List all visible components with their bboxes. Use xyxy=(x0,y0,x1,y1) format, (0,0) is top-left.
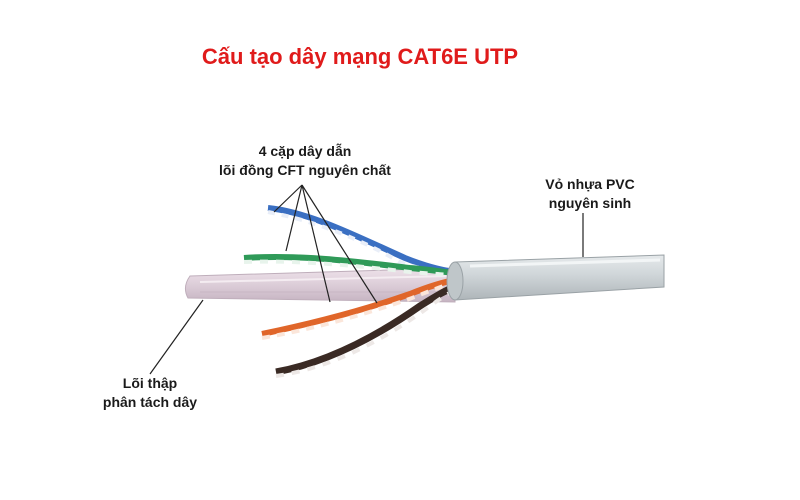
callout-line-separator xyxy=(149,299,204,375)
cross-separator xyxy=(184,267,456,303)
callout-line-orange xyxy=(301,184,378,304)
callout-line-brown xyxy=(301,184,331,303)
callout-lines xyxy=(149,184,584,375)
diagram-title: Cấu tạo dây mạng CAT6E UTP xyxy=(201,44,519,69)
label-pvc-jacket-line1: Vỏ nhựa PVC xyxy=(545,176,635,192)
label-cross-separator: Lõi thập phân tách dây xyxy=(70,374,230,412)
label-pvc-jacket: Vỏ nhựa PVC nguyên sinh xyxy=(505,175,675,213)
pair-orange xyxy=(261,277,456,340)
label-cross-separator-line1: Lõi thập xyxy=(122,375,178,391)
label-cross-separator-line2: phân tách dây xyxy=(102,394,198,410)
pvc-jacket xyxy=(446,254,665,301)
callout-line-green xyxy=(285,184,303,252)
label-copper-pairs-line1: 4 cặp dây dẫn xyxy=(258,143,352,159)
pair-green xyxy=(243,253,456,278)
label-copper-pairs: 4 cặp dây dẫn lõi đồng CFT nguyên chất xyxy=(175,142,435,180)
label-copper-pairs-line2: lõi đồng CFT nguyên chất xyxy=(219,162,391,178)
label-pvc-jacket-line2: nguyên sinh xyxy=(548,195,632,211)
callout-line-blue xyxy=(273,184,303,213)
pair-brown xyxy=(275,283,457,378)
